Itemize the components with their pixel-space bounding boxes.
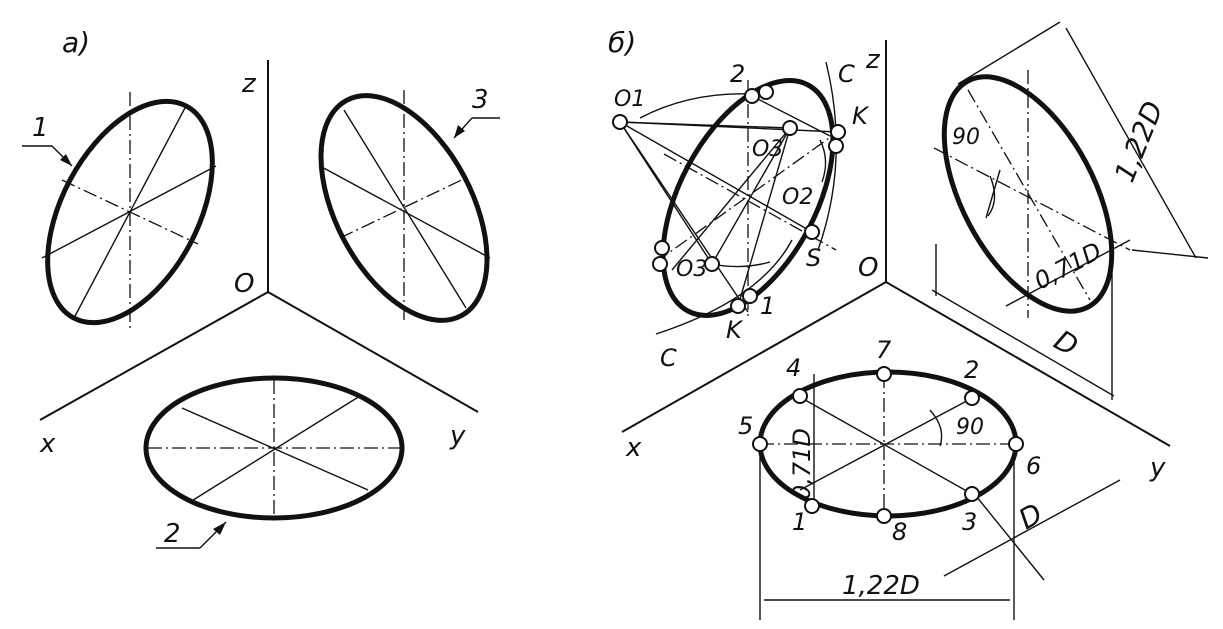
panel-a-label: а) xyxy=(62,26,90,59)
bottom-label-5: 5 xyxy=(738,412,753,440)
panel-a-arrowhead-2 xyxy=(213,522,226,535)
panel-b-origin-label: O xyxy=(858,253,878,283)
panel-b-y-axis xyxy=(885,281,1171,447)
point-o1 xyxy=(612,114,628,130)
panel-b-y-label: y xyxy=(1149,453,1166,483)
point-o3-top xyxy=(782,120,798,136)
label-o3-top: O3 xyxy=(752,137,783,162)
point-s xyxy=(804,224,820,240)
point-1 xyxy=(742,288,758,304)
point-2a xyxy=(744,88,760,104)
point-k-top-a xyxy=(830,124,846,140)
panel-a-ellipse-3 xyxy=(318,90,491,323)
right-dim-minor: 0,71D xyxy=(1030,237,1107,295)
bottom-point-5 xyxy=(752,436,768,452)
bottom-angle: 90 xyxy=(956,415,984,440)
point-k-top-b xyxy=(828,138,844,154)
bottom-point-2 xyxy=(964,390,980,406)
panel-b-x-label: x xyxy=(625,433,642,463)
panel-a-origin-label: O xyxy=(234,269,254,299)
bottom-label-1: 1 xyxy=(792,508,807,536)
bottom-label-4: 4 xyxy=(786,354,801,382)
label-2: 2 xyxy=(730,60,745,88)
point-2b xyxy=(758,84,774,100)
label-o3-bottom: O3 xyxy=(676,257,707,282)
panel-b-construction-ellipse xyxy=(619,61,839,335)
label-k-top: K xyxy=(852,102,870,130)
panel-b: б) z O x y xyxy=(608,21,1209,620)
bottom-dim-minor: 0,71D xyxy=(788,428,816,500)
bottom-dim-diameter: D xyxy=(1013,497,1048,536)
panel-b-bottom-points xyxy=(752,366,1024,524)
bottom-label-6: 6 xyxy=(1026,452,1041,480)
panel-b-right-ellipse xyxy=(931,21,1209,400)
right-dim-major: 1,22D xyxy=(1108,96,1170,186)
right-dim-diameter: D xyxy=(1049,323,1084,362)
bottom-point-1 xyxy=(804,498,820,514)
bottom-point-4 xyxy=(792,388,808,404)
label-k-bottom: K xyxy=(726,316,744,344)
label-o1: O1 xyxy=(614,87,645,112)
panel-a-y-axis xyxy=(267,291,479,413)
point-left-b xyxy=(652,256,668,272)
panel-b-z-label: z xyxy=(865,45,881,75)
panel-a-ellipse-1 xyxy=(41,92,217,328)
right-angle: 90 xyxy=(952,125,980,150)
label-1: 1 xyxy=(760,292,775,320)
panel-b-x-axis xyxy=(621,281,887,433)
bottom-label-3: 3 xyxy=(962,508,977,536)
point-o3-bottom xyxy=(704,256,720,272)
panel-a-z-label: z xyxy=(241,69,257,99)
panel-a-x-label: x xyxy=(39,429,56,459)
label-o2: O2 xyxy=(782,185,813,210)
bottom-point-3 xyxy=(964,486,980,502)
bottom-point-8 xyxy=(876,508,892,524)
bottom-point-7 xyxy=(876,366,892,382)
bottom-point-6 xyxy=(1008,436,1024,452)
panel-b-label: б) xyxy=(608,26,636,59)
bottom-label-8: 8 xyxy=(892,518,907,546)
point-left-a xyxy=(654,240,670,256)
label-c-top: C xyxy=(838,60,855,88)
panel-a-ellipse-2-label: 2 xyxy=(164,519,181,549)
panel-a-ellipse-1-label: 1 xyxy=(32,113,49,143)
bottom-label-7: 7 xyxy=(876,336,892,364)
panel-a-ellipse-3-label: 3 xyxy=(472,85,489,115)
label-s: S xyxy=(806,244,821,272)
panel-a-x-axis xyxy=(39,291,269,421)
panel-a-y-label: y xyxy=(449,421,466,451)
panel-a: а) z O x y 1 3 xyxy=(22,26,500,549)
label-c-bottom: C xyxy=(660,344,677,372)
panel-b-construction-points xyxy=(612,84,846,314)
bottom-label-2: 2 xyxy=(964,356,979,384)
panel-a-arrowhead-3 xyxy=(454,125,465,138)
panel-a-ellipse-2 xyxy=(143,375,405,521)
bottom-dim-major: 1,22D xyxy=(842,571,920,601)
point-k-bottom xyxy=(730,298,746,314)
panel-a-arrowhead-1 xyxy=(60,154,72,166)
